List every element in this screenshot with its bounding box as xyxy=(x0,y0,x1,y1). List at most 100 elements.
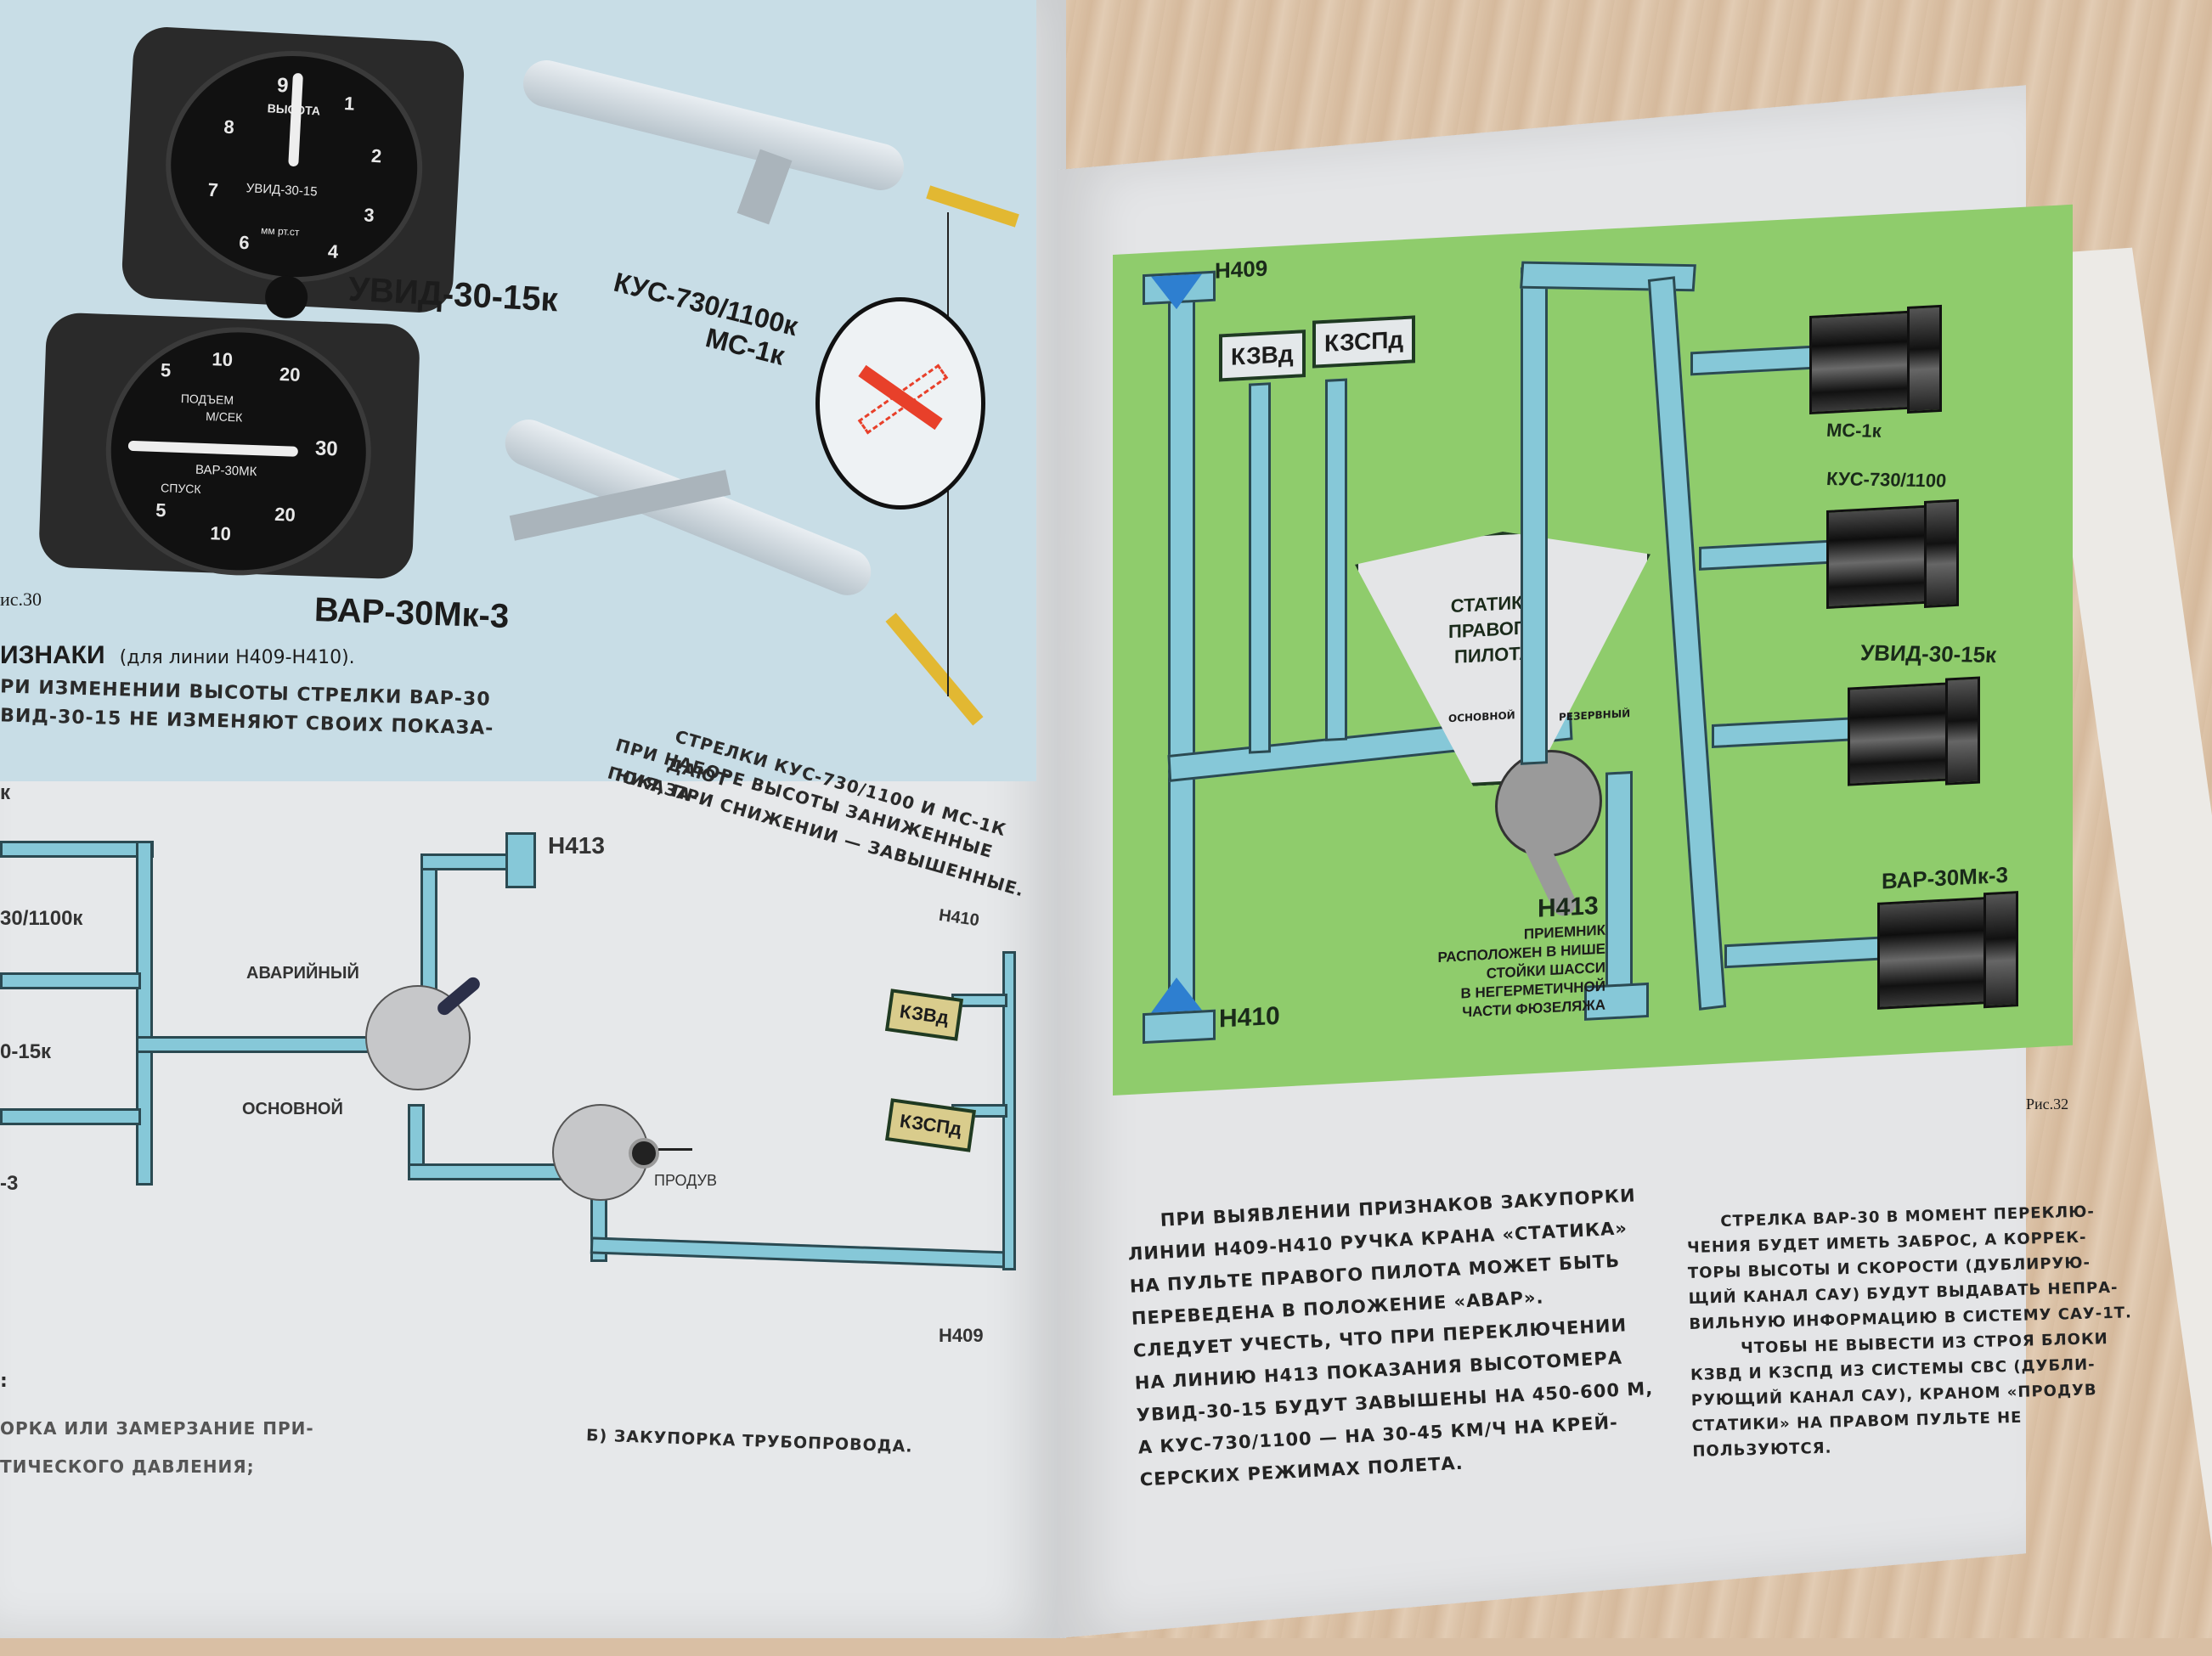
dial-number: 3 xyxy=(363,204,375,227)
caption-b: б) закупорка трубопровода. xyxy=(585,1426,913,1456)
pipe xyxy=(1325,378,1347,741)
pipe xyxy=(1249,382,1271,754)
signs-heading: ИЗНАКИ (для линии Н409-Н410). xyxy=(0,641,355,670)
pipe xyxy=(0,1108,141,1125)
pipe xyxy=(1699,539,1840,571)
pipe xyxy=(136,841,153,1186)
dial-model: ВАР-30МК xyxy=(195,462,257,480)
caption-a-prefix: : xyxy=(0,1371,8,1392)
dial-number: 10 xyxy=(209,522,232,545)
valve-emergency-label: АВАРИЙНЫЙ xyxy=(246,964,359,983)
pipe xyxy=(1724,935,1891,969)
paragraph-right: Стрелка ВАР-30 в момент переклю- чения б… xyxy=(1686,1197,2169,1465)
left-page: 9 1 2 3 4 6 7 8 ВЫСОТА УВИД-30-15 мм рт.… xyxy=(0,0,1066,1638)
valve-main-label: ОСНОВНОЙ xyxy=(242,1100,343,1118)
variometer-dial: 5 10 20 30 5 10 20 ПОДЪЕМ М/СЕК ВАР-30МК… xyxy=(101,323,375,580)
purge-label: ПРОДУВ xyxy=(654,1172,717,1189)
kzvd-unit-box: КЗВд xyxy=(1219,330,1306,382)
pipe xyxy=(1690,345,1823,376)
figure-30-illustration: 9 1 2 3 4 6 7 8 ВЫСОТА УВИД-30-15 мм рт.… xyxy=(0,0,1036,781)
h410-label: Н410 xyxy=(937,905,981,931)
schematic-diagram: к 30/1100к 0-15к -3 АВАРИЙНЫЙ ОСНОВНОЙ П… xyxy=(0,781,1062,1376)
h410-triangle-icon xyxy=(1151,976,1202,1013)
signs-heading-note: (для линии Н409-Н410). xyxy=(119,647,355,668)
pipe xyxy=(0,841,154,858)
dial-number: 20 xyxy=(279,363,301,386)
dial-number: 30 xyxy=(314,437,339,461)
instrument-label: ВАР-30Мк-3 xyxy=(1882,861,2008,894)
dial-label-descent: СПУСК xyxy=(160,481,201,496)
h413-label: Н413 xyxy=(1538,892,1599,923)
paragraph-left: При выявлении признаков закупорки линии … xyxy=(1126,1178,1684,1496)
dial-number: 6 xyxy=(238,231,251,254)
altimeter-gauge: 9 1 2 3 4 6 7 8 ВЫСОТА УВИД-30-15 мм рт.… xyxy=(120,25,466,320)
dial-model: УВИД-30-15 xyxy=(245,181,318,200)
airspeed-instrument-label: КУС-730/1100к xyxy=(611,266,801,342)
altimeter-dial: 9 1 2 3 4 6 7 8 ВЫСОТА УВИД-30-15 мм рт.… xyxy=(160,44,429,289)
dial-unit: мм рт.ст xyxy=(260,224,300,239)
pipe xyxy=(590,1236,1013,1269)
dial-number: 4 xyxy=(327,240,339,262)
airspeed-instrument xyxy=(1826,504,1933,609)
dial-number: 5 xyxy=(155,499,166,521)
pipe xyxy=(1521,266,1548,765)
caption-a-line: орка или замерзание при- xyxy=(0,1418,314,1439)
dial-label-climb: ПОДЪЕМ xyxy=(180,391,234,408)
h409-label: Н409 xyxy=(939,1325,984,1346)
pipe xyxy=(1605,770,1633,1016)
position-reserve-label: резервный xyxy=(1559,707,1631,724)
dial-number: 9 xyxy=(276,73,290,98)
aircraft-climbing-image xyxy=(518,55,909,195)
h409-label: Н409 xyxy=(1215,255,1268,284)
dial-number: 5 xyxy=(160,359,172,381)
schema-label-left: -3 xyxy=(0,1172,19,1195)
purge-arrow-icon xyxy=(658,1148,692,1151)
instrument-label: МС-1к xyxy=(1825,419,1882,442)
dial-number: 7 xyxy=(206,178,219,201)
climb-arrow-icon xyxy=(926,185,1019,228)
variometer-label: ВАР-30Мк-3 xyxy=(313,591,510,635)
h409-triangle-icon xyxy=(1151,273,1202,311)
dial-number: 10 xyxy=(212,348,234,371)
schema-label-left: 0-15к xyxy=(0,1040,52,1063)
altimeter-needle xyxy=(288,72,303,167)
aircraft-wing xyxy=(736,149,793,225)
signs-heading-title: ИЗНАКИ xyxy=(0,641,105,669)
instrument-label: КУС-730/1100 xyxy=(1825,468,1948,492)
variometer-gauge: 5 10 20 30 5 10 20 ПОДЪЕМ М/СЕК ВАР-30МК… xyxy=(37,312,421,580)
dial-number: 1 xyxy=(343,93,356,115)
pipe xyxy=(0,972,141,989)
h413-receiver-icon xyxy=(505,832,536,888)
instrument-flange xyxy=(1983,891,2018,1009)
instrument-flange xyxy=(1945,676,1980,786)
purge-port-icon xyxy=(629,1138,659,1169)
pipe xyxy=(136,1036,379,1053)
instrument-label: УВИД-30-15к xyxy=(1859,639,1998,668)
variometer-instrument xyxy=(1877,896,1993,1010)
dial-number: 2 xyxy=(370,144,382,167)
h410-receiver-icon xyxy=(1143,1009,1216,1045)
caption-a-line: тического давления; xyxy=(0,1456,255,1477)
descent-arrow-icon xyxy=(885,612,984,726)
kzvd-unit-box: КЗВд xyxy=(884,989,963,1041)
schema-label-left: 30/1100к xyxy=(0,907,83,930)
figure-32-diagram: Н409 Н410 КЗВд КЗСПд СТАТИКА ПРАВОГО ПИЛ… xyxy=(1113,204,2073,1096)
dial-number: 8 xyxy=(223,115,235,138)
h410-label: Н410 xyxy=(1219,1001,1280,1034)
instrument-flange xyxy=(1907,304,1942,414)
altimeter-label: УВИД-30-15к xyxy=(347,270,559,319)
pipe xyxy=(1168,284,1195,1039)
pipe xyxy=(1712,716,1861,749)
h413-note: ПРИЕМНИК РАСПОЛОЖЕН В НИШЕ СТОЙКИ ШАССИ … xyxy=(1393,921,1605,1026)
airspeed-indicator-circle xyxy=(815,297,985,510)
instrument-flange xyxy=(1924,498,1959,608)
h413-label: Н413 xyxy=(548,832,605,859)
mach-meter-instrument xyxy=(1809,310,1916,415)
figure-number: ис.30 xyxy=(0,589,42,610)
schema-label-left: к xyxy=(0,781,11,804)
altimeter-instrument xyxy=(1848,682,1955,786)
kzspd-unit-box: КЗСПд xyxy=(1312,315,1416,369)
dial-unit: М/СЕК xyxy=(205,409,243,425)
figure-number: Рис.32 xyxy=(2026,1096,2069,1112)
variometer-needle xyxy=(127,440,299,457)
